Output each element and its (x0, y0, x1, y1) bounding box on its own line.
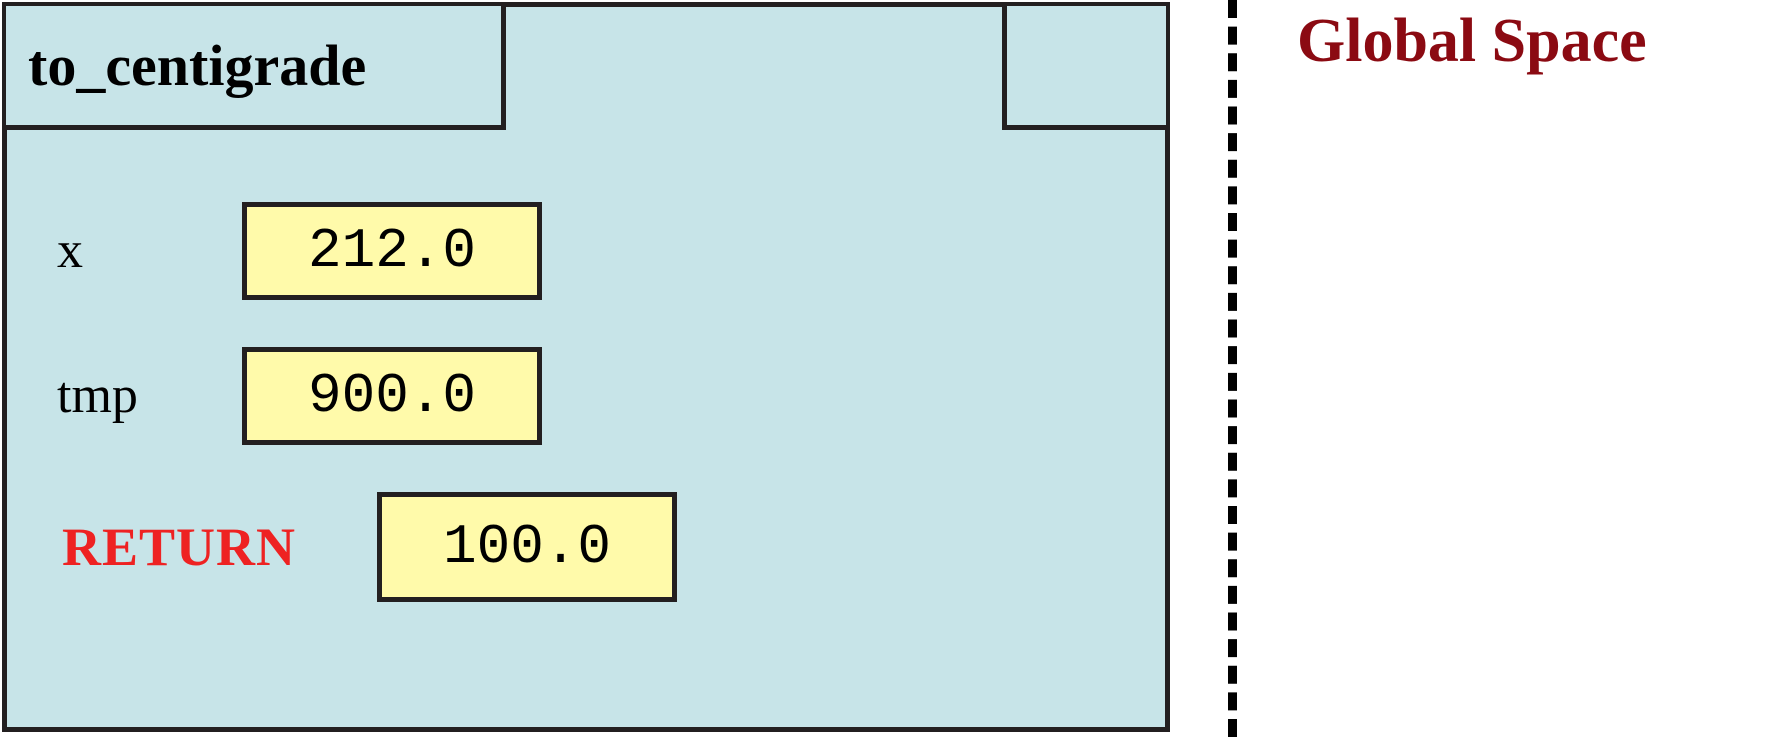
dashed-separator-line (1228, 0, 1237, 737)
call-frame: to_centigrade x 212.0 tmp 900.0 RETURN 1… (2, 2, 1170, 732)
function-name-label: to_centigrade (28, 32, 367, 98)
line-number-value (1007, 6, 1166, 120)
function-name-box: to_centigrade (6, 6, 506, 130)
variable-value-x: 212.0 (307, 219, 477, 283)
line-number-box (1002, 6, 1166, 130)
variable-row-x: x 212.0 (57, 202, 542, 300)
variable-name-tmp: tmp (57, 367, 138, 424)
return-row: RETURN 100.0 (62, 492, 677, 602)
call-frame-header: to_centigrade (6, 6, 1166, 131)
variable-row-tmp: tmp 900.0 (57, 347, 542, 445)
variable-value-tmp: 900.0 (307, 364, 477, 428)
variable-value-box-x: 212.0 (242, 202, 542, 300)
global-space-title: Global Space (1297, 7, 1647, 75)
variable-value-box-tmp: 900.0 (242, 347, 542, 445)
return-value-box: 100.0 (377, 492, 677, 602)
return-value: 100.0 (442, 515, 612, 579)
return-label: RETURN (62, 517, 297, 577)
variable-name-x: x (57, 222, 83, 279)
